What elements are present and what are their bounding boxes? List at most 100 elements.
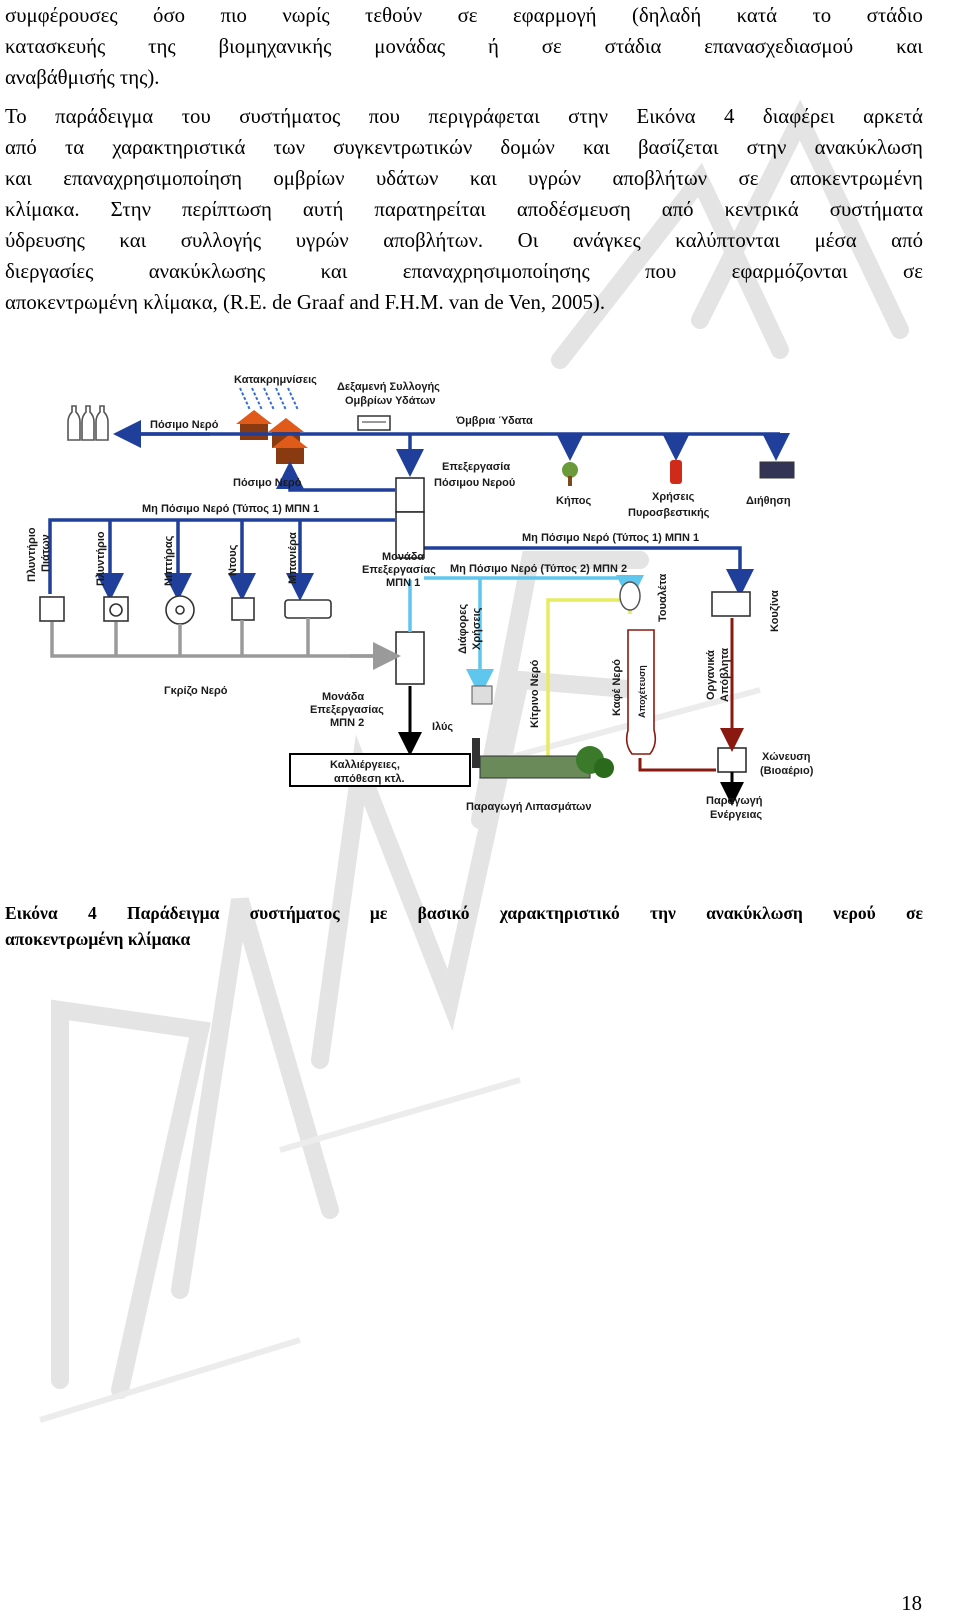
word: Παράδειγμα xyxy=(126,903,220,923)
word: στην xyxy=(746,136,787,159)
word: σε xyxy=(903,260,923,283)
word: σε xyxy=(905,903,923,923)
brown-water-lines xyxy=(638,618,744,772)
word: αναβάθμισής της). xyxy=(5,66,160,89)
label-precipitation: Κατακρημνίσεις xyxy=(234,374,317,386)
text-line: διεργασίες ανακύκλωσης και επαναχρησιμοπ… xyxy=(5,256,923,287)
label-unit2-3: ΜΠΝ 2 xyxy=(330,717,364,729)
word: περιγράφεται xyxy=(428,105,540,128)
label-fire-1: Χρήσεις xyxy=(652,491,695,503)
word: Οι xyxy=(517,229,539,252)
label-misc-2: Χρήσεις xyxy=(471,607,483,650)
label-crops-2: απόθεση κτλ. xyxy=(334,773,405,785)
label-digestion-1: Χώνευση xyxy=(762,751,811,763)
word: των xyxy=(273,136,305,159)
rain-arrows xyxy=(239,387,299,411)
word: (δηλαδή xyxy=(631,4,702,27)
word: από xyxy=(661,198,694,221)
label-yellow-water: Κίτρινο Νερό xyxy=(529,659,541,728)
word: ανακύκλωση xyxy=(706,903,803,923)
word: ανακύκλωση xyxy=(814,136,923,159)
word: εφαρμόζονται xyxy=(731,260,848,283)
word: μέσα xyxy=(814,229,857,252)
caption-line: αποκεντρωμένη κλίμακα xyxy=(5,926,923,952)
word: τεθούν xyxy=(365,4,423,27)
word: στάδια xyxy=(604,35,662,58)
caption-line: Εικόνα 4 Παράδειγμα συστήματος με βασικό… xyxy=(5,900,923,926)
word: επανασχεδιασμού xyxy=(704,35,854,58)
word: διεργασίες xyxy=(5,260,94,283)
word: αποβλήτων xyxy=(612,167,708,190)
sludge-energy-lines xyxy=(398,686,744,806)
word: υδάτων xyxy=(376,167,439,190)
word: και xyxy=(469,167,497,190)
word: καλύπτονται xyxy=(675,229,781,252)
word: που xyxy=(645,260,677,283)
fire-extinguisher-icon xyxy=(670,460,682,484)
label-unit1-3: ΜΠΝ 1 xyxy=(386,577,420,589)
label-nonpotable2: Μη Πόσιμο Νερό (Τύπος 2) ΜΠΝ 2 xyxy=(450,563,627,575)
label-washer: Πλυντήριο xyxy=(95,531,107,586)
word: Στην xyxy=(110,198,152,221)
text-line: αποκεντρωμένη κλίμακα, (R.E. de Graaf an… xyxy=(5,287,923,318)
word: του xyxy=(181,105,211,128)
word: της xyxy=(148,35,176,58)
label-dishwasher-2: Πιάτων xyxy=(40,534,52,572)
word: σε xyxy=(457,4,478,27)
label-grey-water: Γκρίζο Νερό xyxy=(164,685,228,697)
word: και xyxy=(583,136,610,159)
label-crops-1: Καλλιέργειες, xyxy=(330,759,400,771)
word: το xyxy=(812,4,832,27)
label-nonpotable1-left: Μη Πόσιμο Νερό (Τύπος 1) ΜΠΝ 1 xyxy=(142,503,319,515)
word: όσο xyxy=(153,4,186,27)
word: διαφέρει xyxy=(762,105,835,128)
text-line: Το παράδειγμα του συστήματος που περιγρά… xyxy=(5,101,923,132)
word: κλίμακα. xyxy=(5,198,80,221)
word: Το xyxy=(5,105,27,128)
word: πιο xyxy=(220,4,247,27)
label-sludge: Ιλύς xyxy=(432,721,453,733)
label-nonpotable1-right: Μη Πόσιμο Νερό (Τύπος 1) ΜΠΝ 1 xyxy=(522,532,699,544)
word: συστήματα xyxy=(829,198,923,221)
word: βιομηχανικής xyxy=(218,35,332,58)
word: υγρών xyxy=(295,229,349,252)
word: νωρίς xyxy=(282,4,330,27)
paragraph-2: Το παράδειγμα του συστήματος που περιγρά… xyxy=(5,101,923,318)
word: κατά xyxy=(736,4,778,27)
word: Εικόνα xyxy=(5,903,58,923)
word: 4 xyxy=(724,105,735,128)
word: αρκετά xyxy=(863,105,923,128)
word: επαναχρησιμοποίησης xyxy=(402,260,590,283)
label-tank-2: Ομβρίων Υδάτων xyxy=(345,395,436,407)
word: ή xyxy=(487,35,499,58)
word: εφαρμογή xyxy=(512,4,597,27)
word: επαναχρησιμοποίηση xyxy=(63,167,242,190)
word: αποβλήτων. xyxy=(383,229,484,252)
word: και xyxy=(5,167,32,190)
water-recycling-diagram: Κατακρημνίσεις Δεξαμενή Συλλογής Ομβρίων… xyxy=(26,374,814,821)
label-unit2-2: Επεξεργασίας xyxy=(310,704,384,716)
label-unit2-1: Μονάδα xyxy=(322,691,364,703)
word: υγρών xyxy=(528,167,582,190)
word: ύδρευσης xyxy=(5,229,85,252)
word: κεντρικά xyxy=(724,198,799,221)
word: συγκεντρωτικών xyxy=(333,136,473,159)
potable-water-lines xyxy=(48,420,790,601)
rainwater-tank-icon xyxy=(357,415,391,431)
word: στην xyxy=(568,105,609,128)
label-energy-1: Παραγωγή xyxy=(706,795,763,807)
word: αποκεντρωμένη xyxy=(789,167,923,190)
word: αποκεντρωμένη κλίμακα xyxy=(5,929,191,949)
word: παράδειγμα xyxy=(55,105,154,128)
treatment-boxes xyxy=(395,477,747,773)
label-garden: Κήπος xyxy=(556,495,591,507)
nonpotable-type2-lines xyxy=(408,575,644,697)
label-kitchen: Κουζίνα xyxy=(769,590,781,632)
label-drinking-water-mid: Πόσιμο Νερό xyxy=(233,477,302,489)
label-processing-2: Πόσιμου Νερού xyxy=(434,477,515,489)
label-sink: Νιπτήρας xyxy=(163,535,175,586)
word: συστήματος xyxy=(249,903,340,923)
word: σε xyxy=(541,35,562,58)
word: 4 xyxy=(87,903,97,923)
word: και xyxy=(119,229,147,252)
